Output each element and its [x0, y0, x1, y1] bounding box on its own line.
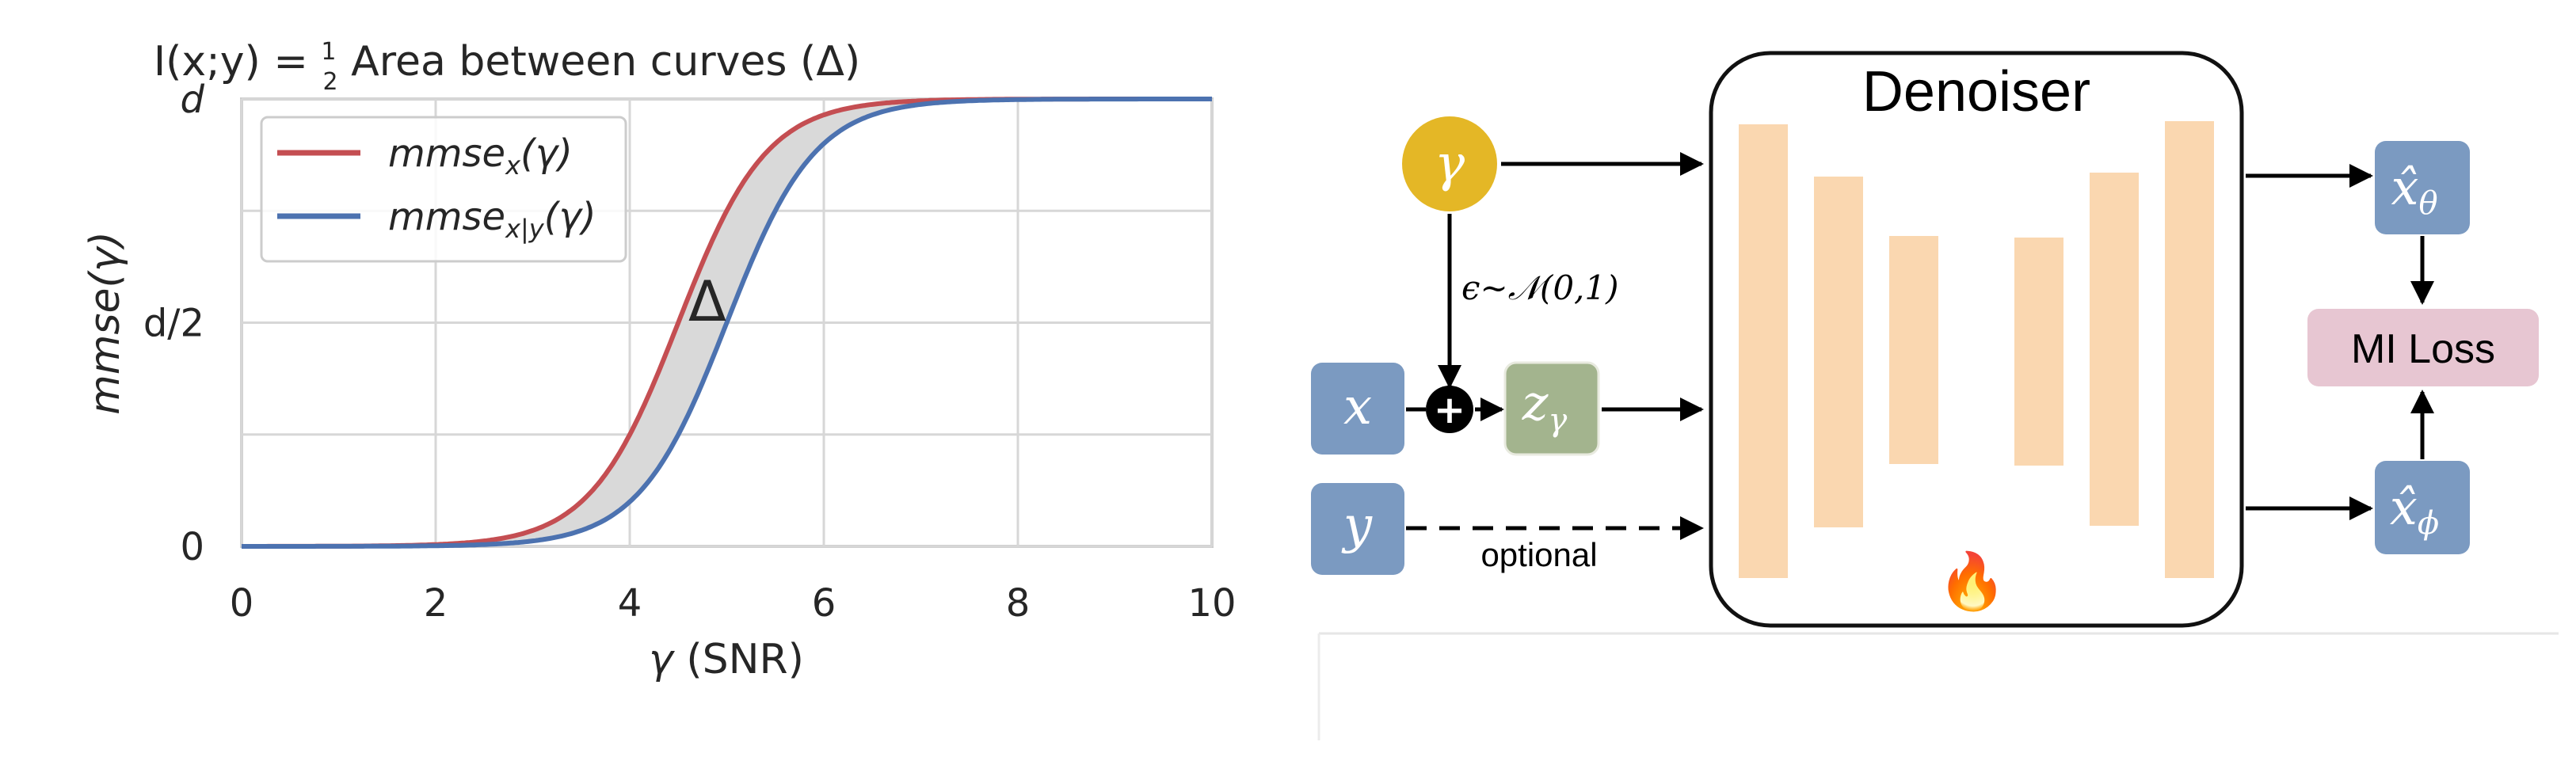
xhat-theta-node — [2375, 141, 2470, 234]
unet-block — [2165, 121, 2214, 578]
legend-label-tail: (γ) — [544, 195, 596, 239]
denoiser-box — [1709, 51, 2244, 628]
plus-node — [1426, 386, 1473, 433]
gamma-node — [1402, 116, 1497, 211]
x-tick-label: 10 — [1187, 581, 1236, 626]
x-tick-label: 2 — [424, 581, 448, 626]
legend-label-main: mmse — [388, 131, 505, 176]
y-tick-label: d — [181, 78, 205, 122]
x-node-label: x — [1343, 378, 1372, 436]
y-tick-labels: 0 d/2 d — [143, 78, 205, 569]
xhat-theta-label: x̂θ — [2391, 158, 2437, 222]
legend-label-sub: x|y — [505, 214, 545, 244]
z-main: z — [1522, 374, 1549, 432]
z-sub: γ — [1548, 402, 1567, 439]
fire-icon: 🔥 — [1938, 550, 2006, 613]
xhat-phi-label: x̂ϕ — [2390, 478, 2439, 542]
xhat-main: x̂ — [2391, 158, 2418, 216]
optional-label: optional — [1480, 536, 1597, 573]
x-tick-label: 4 — [618, 581, 642, 626]
mi-loss-label: MI Loss — [2351, 326, 2495, 372]
denoiser-title: Denoiser — [1862, 60, 2090, 124]
chart-title-frac-den: 2 — [323, 68, 338, 96]
x-axis-label-symbol: γ — [649, 636, 676, 683]
z-gamma-node — [1503, 361, 1600, 456]
xhat-phi-node — [2375, 461, 2470, 554]
y-axis-label: mmse(γ) — [82, 231, 129, 415]
mi-loss-node — [2307, 309, 2539, 386]
unet-block — [2014, 238, 2063, 466]
y-node-label: y — [1341, 496, 1373, 555]
legend-label-main: mmse — [388, 195, 505, 239]
xhat-main: x̂ — [2390, 478, 2418, 536]
x-tick-label: 8 — [1006, 581, 1031, 626]
chart-title-prefix: I(x;y) = — [154, 38, 322, 86]
y-node — [1311, 483, 1404, 575]
unet-block — [1889, 236, 1938, 464]
x-tick-label: 6 — [812, 581, 836, 626]
x-tick-label: 0 — [230, 581, 254, 626]
chart-title-suffix: Area between curves (Δ) — [338, 38, 861, 86]
xhat-sub: θ — [2418, 185, 2437, 222]
legend-label-tail: (γ) — [520, 131, 573, 176]
gamma-node-label: γ — [1435, 135, 1465, 193]
y-tick-label: d/2 — [143, 302, 204, 346]
legend: mmsex(γ) mmsex|y(γ) — [260, 116, 627, 263]
series-line-mmse-x-given-y — [242, 97, 1212, 549]
legend-label-sub: x — [505, 150, 521, 181]
x-axis-label-rest: (SNR) — [673, 636, 804, 683]
x-node — [1311, 363, 1404, 455]
legend-label-mmse-x-given-y: mmsex|y(γ) — [388, 195, 596, 244]
area-label-delta: Δ — [688, 269, 726, 334]
unet-block — [1814, 177, 1863, 527]
denoiser-diagram: Denoiser 🔥 γ ϵ∼𝒩(0,1) x + zγ y op — [1311, 51, 2559, 740]
unet-block — [2090, 173, 2139, 526]
plus-symbol: + — [1434, 388, 1465, 432]
legend-label-mmse-x: mmsex(γ) — [388, 131, 573, 181]
x-axis-label: γ (SNR) — [649, 636, 804, 683]
xhat-sub: ϕ — [2418, 505, 2439, 542]
z-gamma-node-label: zγ — [1522, 374, 1568, 439]
chart-title-frac-num: 1 — [321, 38, 336, 66]
unet-block — [1739, 124, 1788, 578]
y-tick-label: 0 — [180, 525, 204, 569]
x-tick-labels: 0 2 4 6 8 10 — [230, 581, 1237, 626]
noise-label: ϵ∼𝒩(0,1) — [1461, 268, 1619, 307]
